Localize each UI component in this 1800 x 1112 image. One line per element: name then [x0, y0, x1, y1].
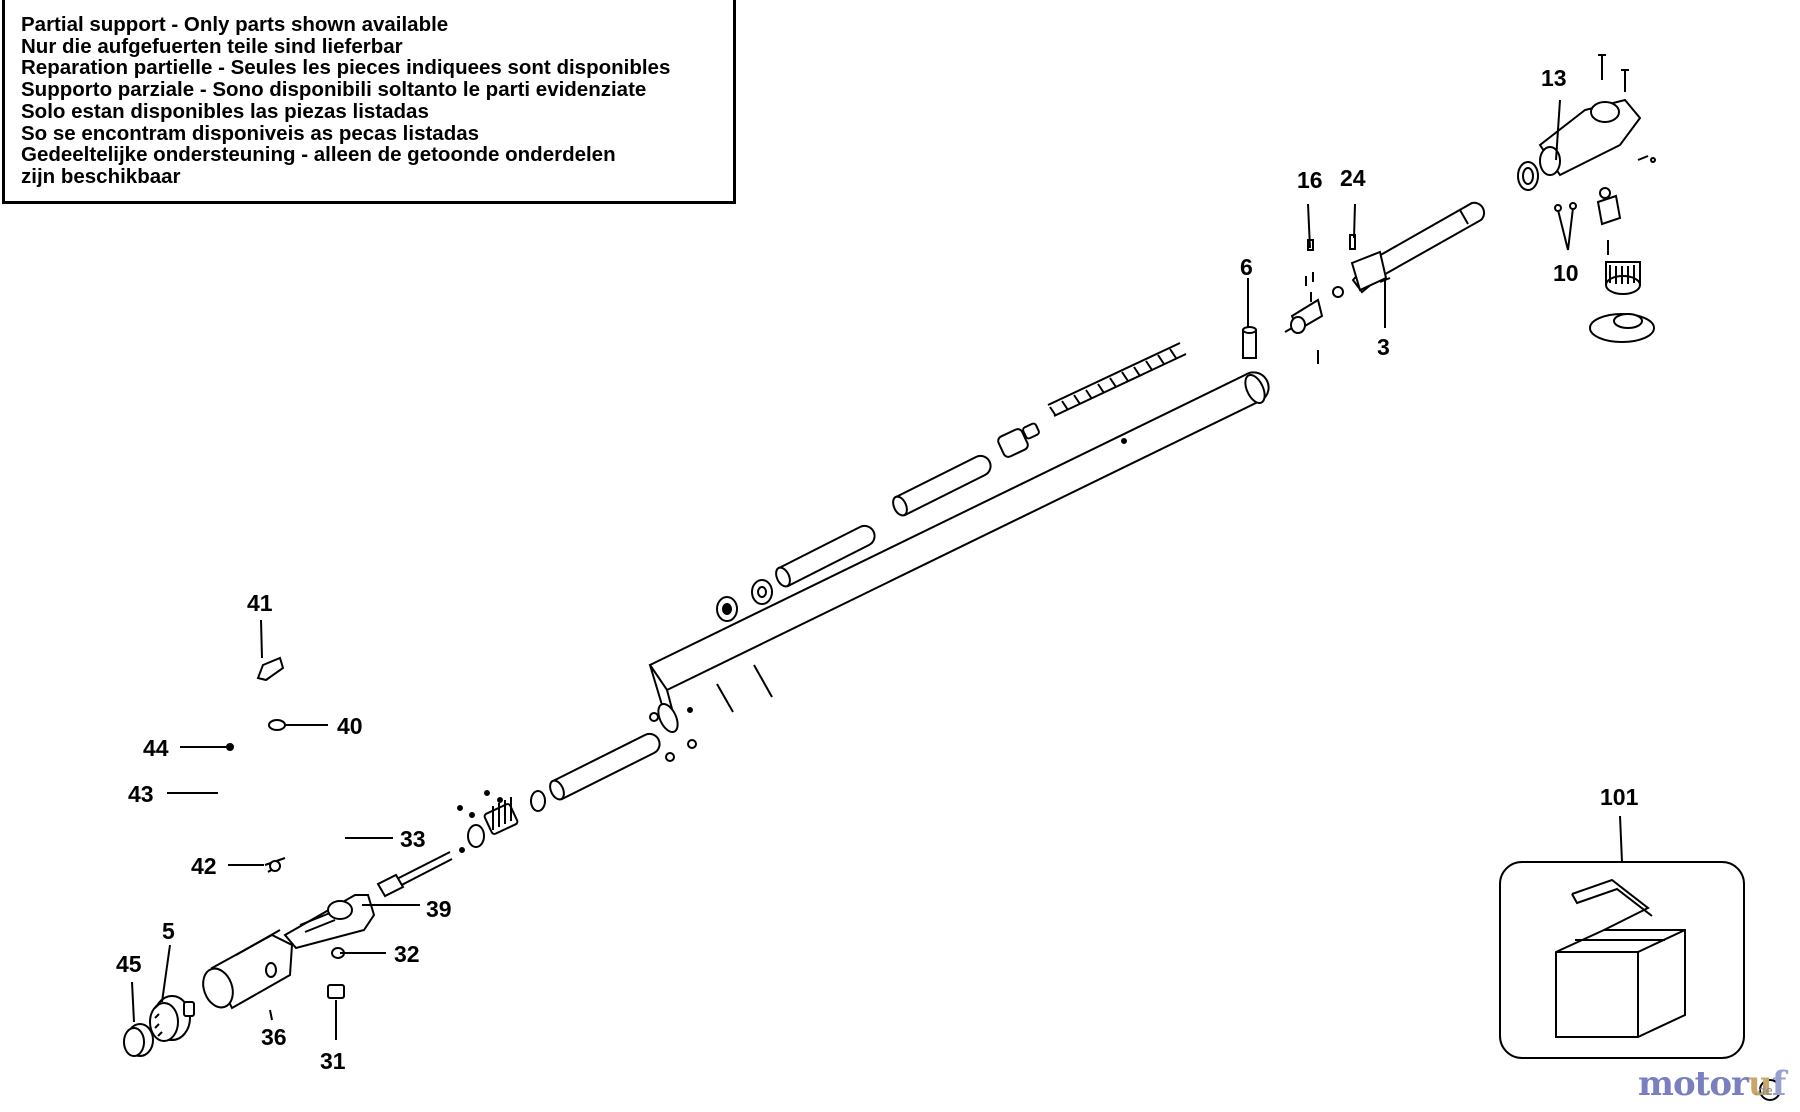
callout-16: 16: [1297, 167, 1323, 193]
end-cap-45: [123, 1023, 154, 1057]
gear-ring-assembly: [457, 790, 546, 853]
callout-36: 36: [261, 1024, 287, 1050]
callout-31: 31: [320, 1048, 346, 1074]
callout-24: 24: [1340, 165, 1366, 191]
callout-39: 39: [426, 896, 452, 922]
callout-44: 44: [143, 735, 169, 761]
threaded-rod: [376, 851, 453, 898]
washer: [1589, 313, 1655, 343]
callout-13: 13: [1541, 65, 1567, 91]
callout-labels: 13 16 24 6 10 3 41 40 44 43 33 42 39 5 4…: [116, 65, 1639, 1074]
notice-line-pt: So se encontram disponiveis as pecas lis…: [21, 121, 480, 145]
callout-32: 32: [394, 941, 420, 967]
adjust-knob-5: [149, 995, 195, 1042]
pawl-parts-10: [1554, 187, 1622, 251]
inner-tube-upper: [892, 454, 992, 517]
pin-6: [1242, 326, 1257, 359]
leader-lines: [131, 99, 1623, 1040]
callout-10: 10: [1553, 260, 1579, 286]
ratchet-body-13: [1517, 98, 1642, 191]
main-tube: [648, 371, 1270, 734]
inner-tube-middle: [775, 524, 876, 588]
small-parts-lower-left: [256, 656, 345, 999]
notice-line-nl-2: zijn beschikbaar: [21, 164, 181, 188]
plunger: [997, 422, 1040, 458]
notice-line-nl: Gedeeltelijke ondersteuning - alleen de …: [21, 143, 616, 167]
screws-top: [1598, 54, 1656, 163]
watermark-logo: motoruf: [1638, 1064, 1786, 1104]
ratchet-head-39: [283, 894, 376, 950]
corner-mark-icon: [1759, 1079, 1781, 1101]
notice-line-es: Solo estan disponibles las piezas listad…: [21, 99, 429, 123]
bushings-middle: [716, 579, 773, 622]
notice-line-en: Partial support - Only parts shown avail…: [21, 13, 449, 36]
callout-101: 101: [1600, 784, 1639, 810]
callout-45: 45: [116, 951, 142, 977]
watermark-suffix: .de: [1754, 1084, 1773, 1098]
notice-line-fr: Reparation partielle - Seules les pieces…: [21, 56, 671, 80]
notice-line-it: Supporto parziale - Sono disponibili sol…: [21, 78, 647, 102]
dot-44: [226, 743, 234, 751]
callout-42: 42: [191, 853, 217, 879]
partial-support-notice: Partial support - Only parts shown avail…: [2, 0, 736, 204]
callout-43: 43: [128, 781, 154, 807]
quick-release-button: [1605, 240, 1641, 295]
tube-screws: [649, 712, 697, 762]
callout-40: 40: [337, 713, 363, 739]
inner-tube-lower: [549, 732, 661, 801]
pivot-block-parts: [1284, 234, 1391, 364]
callout-5: 5: [162, 918, 175, 944]
callout-6: 6: [1240, 254, 1253, 280]
spring: [1047, 342, 1187, 417]
callout-41: 41: [247, 590, 273, 616]
handle-body-36: [202, 929, 294, 1010]
kit-box-101: [1499, 861, 1745, 1059]
callout-3: 3: [1377, 334, 1390, 360]
notice-line-de: Nur die aufgefuerten teile sind lieferba…: [21, 34, 403, 58]
callout-33: 33: [400, 826, 426, 852]
